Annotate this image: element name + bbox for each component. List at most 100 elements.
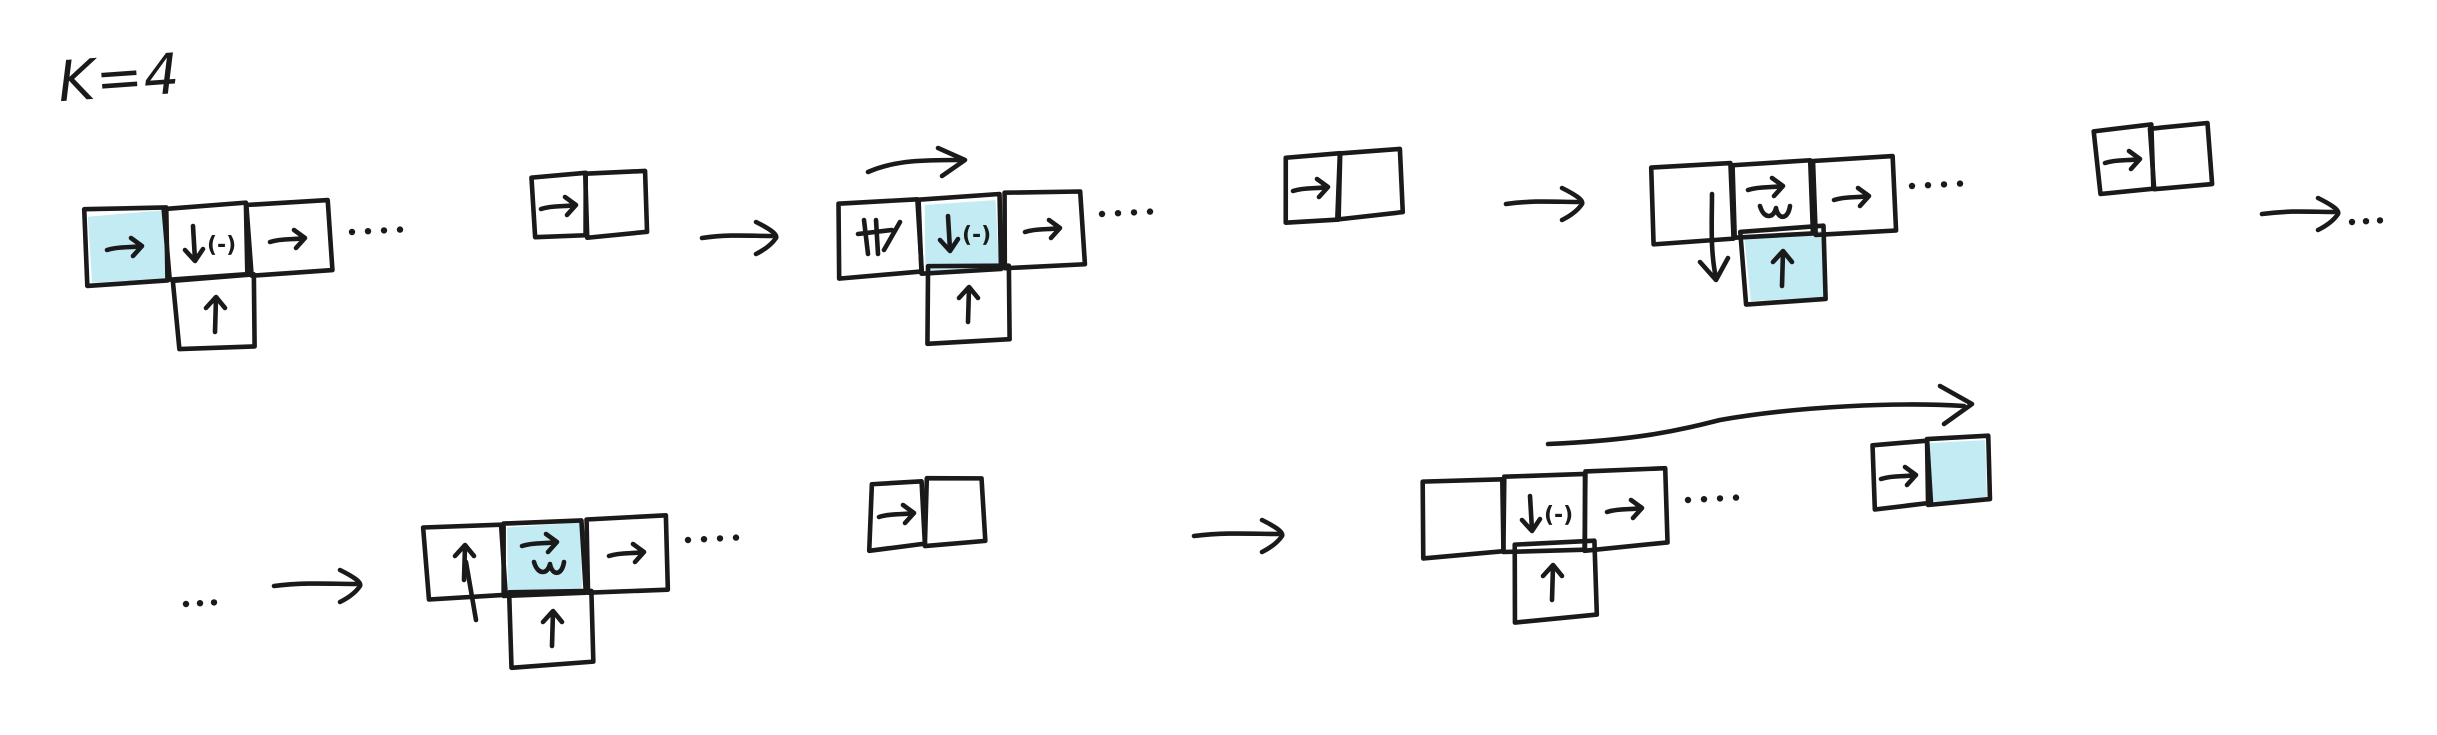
down-arrow-icon [190, 223, 198, 263]
grid-cell [2147, 120, 2215, 192]
cell-border [836, 196, 925, 281]
transition-arrow-icon [337, 567, 363, 605]
up-arrow-icon [463, 559, 479, 623]
hatch-icon [861, 217, 871, 257]
dot [2348, 218, 2356, 226]
cell-border [1582, 465, 1670, 554]
overhead-arrow-icon [865, 157, 963, 175]
grid-cell [1335, 146, 1406, 222]
transition-arrow [1191, 517, 1285, 555]
down-arrow-icon [182, 246, 206, 264]
dot [396, 226, 404, 233]
curly-arc-icon: (-) [1544, 503, 1573, 528]
transition-arrow [2259, 195, 2341, 233]
cell-border [1335, 146, 1406, 222]
right-arrow-icon [291, 227, 308, 251]
long-overhead-arrow-icon [1545, 402, 1967, 447]
down-arrow-icon [1697, 255, 1731, 283]
right-arrow-icon [2102, 156, 2142, 166]
dot [1700, 496, 1708, 503]
grid-cell [1283, 150, 1343, 225]
down-arrow-icon [1527, 493, 1535, 533]
dot [1130, 209, 1138, 216]
transition-arrow-icon [1559, 185, 1585, 223]
cell-border [1512, 538, 1600, 625]
curly-arc-icon: (-) [207, 233, 236, 258]
right-arrow-icon [1290, 184, 1330, 194]
overhead-arrow-icon [935, 145, 968, 179]
grid-cell [1924, 433, 1993, 508]
right-arrow-icon [1831, 193, 1871, 203]
dot [210, 599, 218, 606]
dot [1146, 208, 1154, 215]
right-arrow-icon [1769, 175, 1786, 199]
right-arrow-icon [1628, 497, 1645, 521]
grid-cell [1512, 538, 1600, 625]
cell-border [1730, 157, 1816, 240]
grid-cell [836, 196, 925, 281]
right-arrow-icon [519, 539, 559, 549]
ellipsis-dots [1908, 180, 1964, 190]
transition-arrow [1503, 185, 1585, 223]
grid-cell [1002, 189, 1088, 271]
grid-cell [170, 272, 257, 352]
grid-cell [1648, 160, 1736, 247]
dot [2362, 218, 2370, 225]
right-arrow-icon [1878, 472, 1918, 482]
up-arrow-icon [956, 284, 981, 301]
cell-border [1737, 223, 1828, 307]
cell-border [2147, 120, 2215, 192]
transition-arrow-icon [2315, 195, 2341, 233]
transition-arrow-icon [753, 219, 779, 257]
down-arrow-icon [945, 213, 953, 253]
up-arrow-icon [212, 295, 219, 335]
grid-cell: (-) [916, 191, 1004, 276]
up-arrow-icon [965, 285, 972, 325]
right-arrow-icon [104, 243, 144, 253]
grid-cell [529, 170, 589, 240]
cell-border [922, 475, 988, 549]
right-arrow-icon [1022, 225, 1062, 235]
highlight-fill [924, 200, 1000, 272]
dot [1114, 210, 1122, 217]
dot [364, 228, 372, 235]
dot [1732, 494, 1740, 501]
transition-arrow-icon [271, 581, 359, 589]
ellipsis-dots [2348, 217, 2384, 226]
up-arrow-icon [1770, 248, 1795, 265]
up-arrow-icon [1540, 562, 1565, 579]
dot [348, 228, 356, 236]
up-arrow-icon [452, 542, 477, 559]
cell-border [170, 272, 257, 352]
cell-border [506, 588, 596, 671]
right-arrow-icon [876, 510, 916, 520]
ellipsis-dots [348, 226, 404, 236]
grid-cell [1730, 157, 1816, 240]
ellipsis-dots [1684, 494, 1740, 504]
cell-border [584, 512, 671, 595]
grid-cell [1420, 477, 1506, 561]
grid-cell [1810, 153, 1899, 238]
ellipsis-dots [1098, 208, 1154, 218]
dot [1098, 210, 1106, 218]
right-arrow-icon [1604, 505, 1644, 515]
hatch-icon [855, 227, 895, 237]
up-arrow-icon [549, 609, 556, 649]
transition-arrow [271, 567, 363, 605]
down-arrow-icon [1709, 191, 1719, 281]
down-arrow-icon [1519, 516, 1543, 534]
right-arrow-icon [2126, 148, 2143, 172]
grid-cell [244, 197, 335, 278]
right-arrow-icon [1745, 183, 1785, 193]
cell-border [1810, 153, 1899, 238]
up-arrow-icon [1549, 563, 1556, 603]
highlight-fill [507, 522, 583, 592]
grid-cell [1582, 465, 1670, 554]
dot [684, 536, 692, 544]
down-arrow-icon [937, 236, 961, 254]
right-arrow-icon [538, 202, 578, 212]
transition-arrow [699, 219, 779, 257]
grid-cell [1870, 438, 1934, 512]
transition-arrow-icon [2259, 209, 2337, 217]
right-arrow-icon [543, 531, 560, 555]
